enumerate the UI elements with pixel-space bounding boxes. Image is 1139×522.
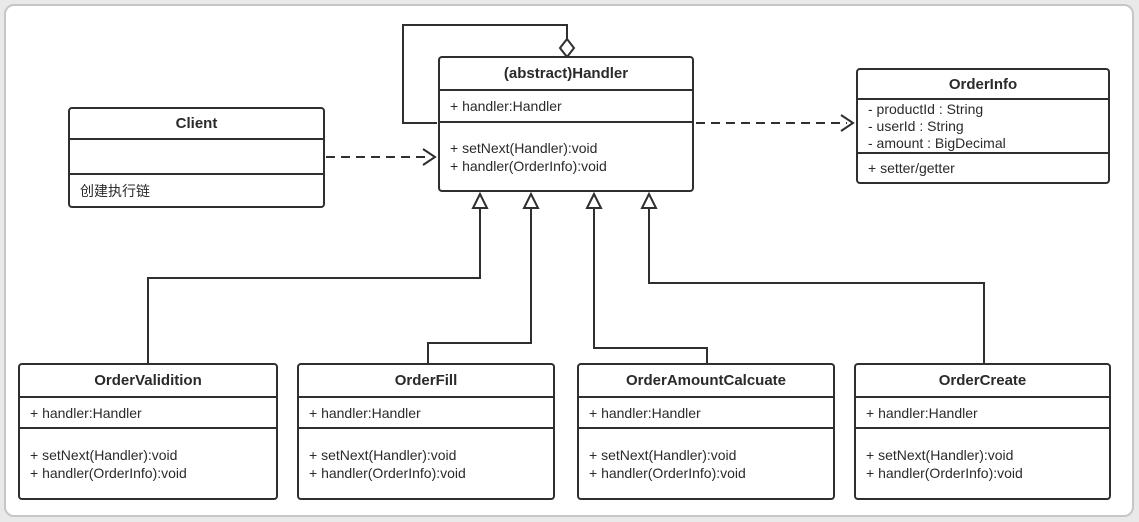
class-ordervalidition-title: OrderValidition [94,372,202,389]
attribute-line: + handler:Handler [309,404,421,421]
inheritance-ordercreate-triangle-icon [640,191,658,209]
dependency-handler-orderinfo-arrow-icon [840,114,855,132]
class-ordercreate: OrderCreate + handler:Handler + setNext(… [854,363,1111,500]
class-handler-attributes: + handler:Handler [440,89,692,121]
inheritance-ordervalidition-line [147,208,481,364]
attribute-line: - amount : BigDecimal [868,134,1006,151]
class-client: Client 创建执行链 [68,107,325,208]
attribute-line: - productId : String [868,100,984,117]
attribute-line: + handler:Handler [450,98,562,114]
method-line: + handler(OrderInfo):void [30,464,187,481]
class-orderinfo-title: OrderInfo [948,75,1018,93]
attribute-line: + handler:Handler [30,404,142,421]
method-line: + handler(OrderInfo):void [450,157,607,174]
inheritance-orderfill-triangle-icon [522,191,540,209]
inheritance-ordervalidition-triangle-icon [471,191,489,209]
class-orderamountcalcuate: OrderAmountCalcuate + handler:Handler + … [577,363,835,500]
method-line: + setNext(Handler):void [30,446,178,463]
attribute-line: + handler:Handler [866,404,978,421]
method-line: + setNext(Handler):void [866,446,1014,463]
class-client-attributes [70,138,323,173]
method-line: + handler(OrderInfo):void [866,464,1023,481]
inheritance-orderfill-line [427,208,532,364]
method-line: + handler(OrderInfo):void [589,464,746,481]
method-line: + setNext(Handler):void [589,446,737,463]
class-orderamountcalcuate-methods: + setNext(Handler):void + handler(OrderI… [579,427,833,498]
class-ordercreate-attributes: + handler:Handler [856,396,1109,427]
class-ordervalidition-methods: + setNext(Handler):void + handler(OrderI… [20,427,276,498]
class-ordervalidition: OrderValidition + handler:Handler + setN… [18,363,278,500]
method-line: + handler(OrderInfo):void [309,464,466,481]
class-orderfill-title: OrderFill [394,372,458,389]
method-line: + setNext(Handler):void [309,446,457,463]
class-orderamountcalcuate-attributes: + handler:Handler [579,396,833,427]
class-ordervalidition-attributes: + handler:Handler [20,396,276,427]
class-client-title: Client [175,115,218,132]
dependency-client-handler-arrow-icon [422,148,437,166]
class-orderfill: OrderFill + handler:Handler + setNext(Ha… [297,363,555,500]
class-orderamountcalcuate-title: OrderAmountCalcuate [625,372,787,389]
inheritance-ordercreate-line [648,208,985,364]
method-line: + setter/getter [868,160,955,176]
class-orderfill-methods: + setNext(Handler):void + handler(OrderI… [299,427,553,498]
inheritance-orderamountcalcuate-line [593,208,708,364]
class-orderinfo-methods: + setter/getter [858,152,1108,182]
class-orderinfo: OrderInfo - productId : String - userId … [856,68,1110,184]
class-handler: (abstract)Handler + handler:Handler + se… [438,56,694,192]
class-orderinfo-attributes: - productId : String - userId : String -… [858,98,1108,152]
attribute-line: - userId : String [868,117,964,134]
class-ordercreate-title: OrderCreate [938,372,1027,389]
class-client-methods: 创建执行链 [70,173,323,206]
class-orderfill-attributes: + handler:Handler [299,396,553,427]
inheritance-orderamountcalcuate-triangle-icon [585,191,603,209]
aggregation-self-loop-line [402,24,568,124]
method-line: 创建执行链 [80,182,150,199]
class-ordercreate-methods: + setNext(Handler):void + handler(OrderI… [856,427,1109,498]
class-handler-methods: + setNext(Handler):void + handler(OrderI… [440,121,692,190]
method-line: + setNext(Handler):void [450,139,598,156]
class-handler-title: (abstract)Handler [503,65,629,82]
aggregation-diamond-icon [558,37,576,59]
attribute-line: + handler:Handler [589,404,701,421]
